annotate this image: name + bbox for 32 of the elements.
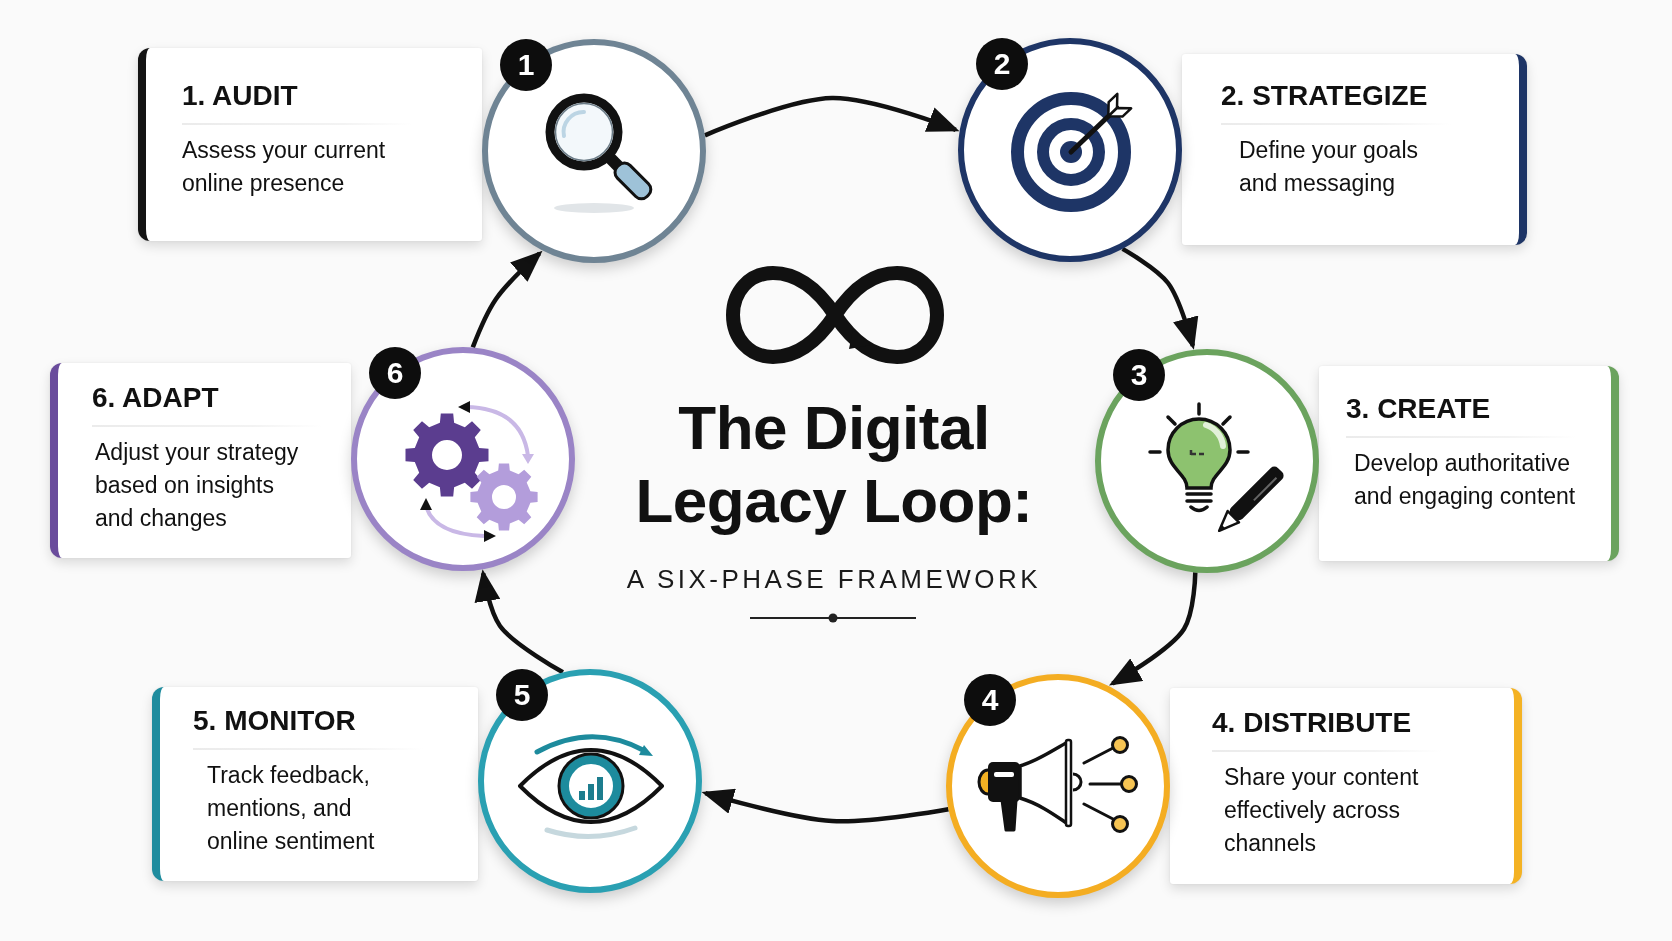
- phase-description: Assess your current online presence: [182, 136, 387, 198]
- phase-card: [1319, 366, 1619, 561]
- phase-description: Define your goals and messaging: [1239, 136, 1419, 198]
- phase-card: [152, 687, 478, 881]
- step-number-badge: 5: [496, 669, 548, 721]
- step-number-badge: 3: [1113, 349, 1165, 401]
- phase-heading: 3. CREATE: [1346, 392, 1491, 426]
- subtitle: A SIX-PHASE FRAMEWORK: [625, 563, 1043, 595]
- step-number-badge: 6: [369, 347, 421, 399]
- phase-description: Develop authoritative and engaging content: [1354, 449, 1577, 511]
- phase-card: [138, 48, 482, 241]
- phase-card: [1182, 54, 1527, 245]
- phase-heading: 2. STRATEGIZE: [1221, 79, 1428, 113]
- arrow: [474, 569, 565, 675]
- arrow: [701, 788, 949, 824]
- arrow: [704, 95, 960, 138]
- phase-description: Share your content effectively across channels: [1224, 763, 1420, 858]
- phase-description: Track feedback, mentions, and online sentiment: [207, 761, 376, 856]
- arrow: [470, 250, 543, 349]
- step-number-badge: 4: [964, 674, 1016, 726]
- phase-heading: 6. ADAPT: [92, 381, 219, 415]
- phase-card: [50, 363, 351, 558]
- phase-heading: 5. MONITOR: [193, 704, 356, 738]
- step-number-badge: 2: [976, 38, 1028, 90]
- step-number-badge: 1: [500, 39, 552, 91]
- arrow: [1109, 572, 1198, 686]
- phase-description: Adjust your strategy based on insights and changes: [95, 438, 300, 533]
- phase-heading: 4. DISTRIBUTE: [1212, 706, 1412, 740]
- phase-heading: 1. AUDIT: [182, 79, 298, 113]
- phase-card: [1170, 688, 1522, 884]
- diagram-title: The Digital Legacy Loop:: [634, 392, 1034, 537]
- arrow: [1121, 246, 1199, 350]
